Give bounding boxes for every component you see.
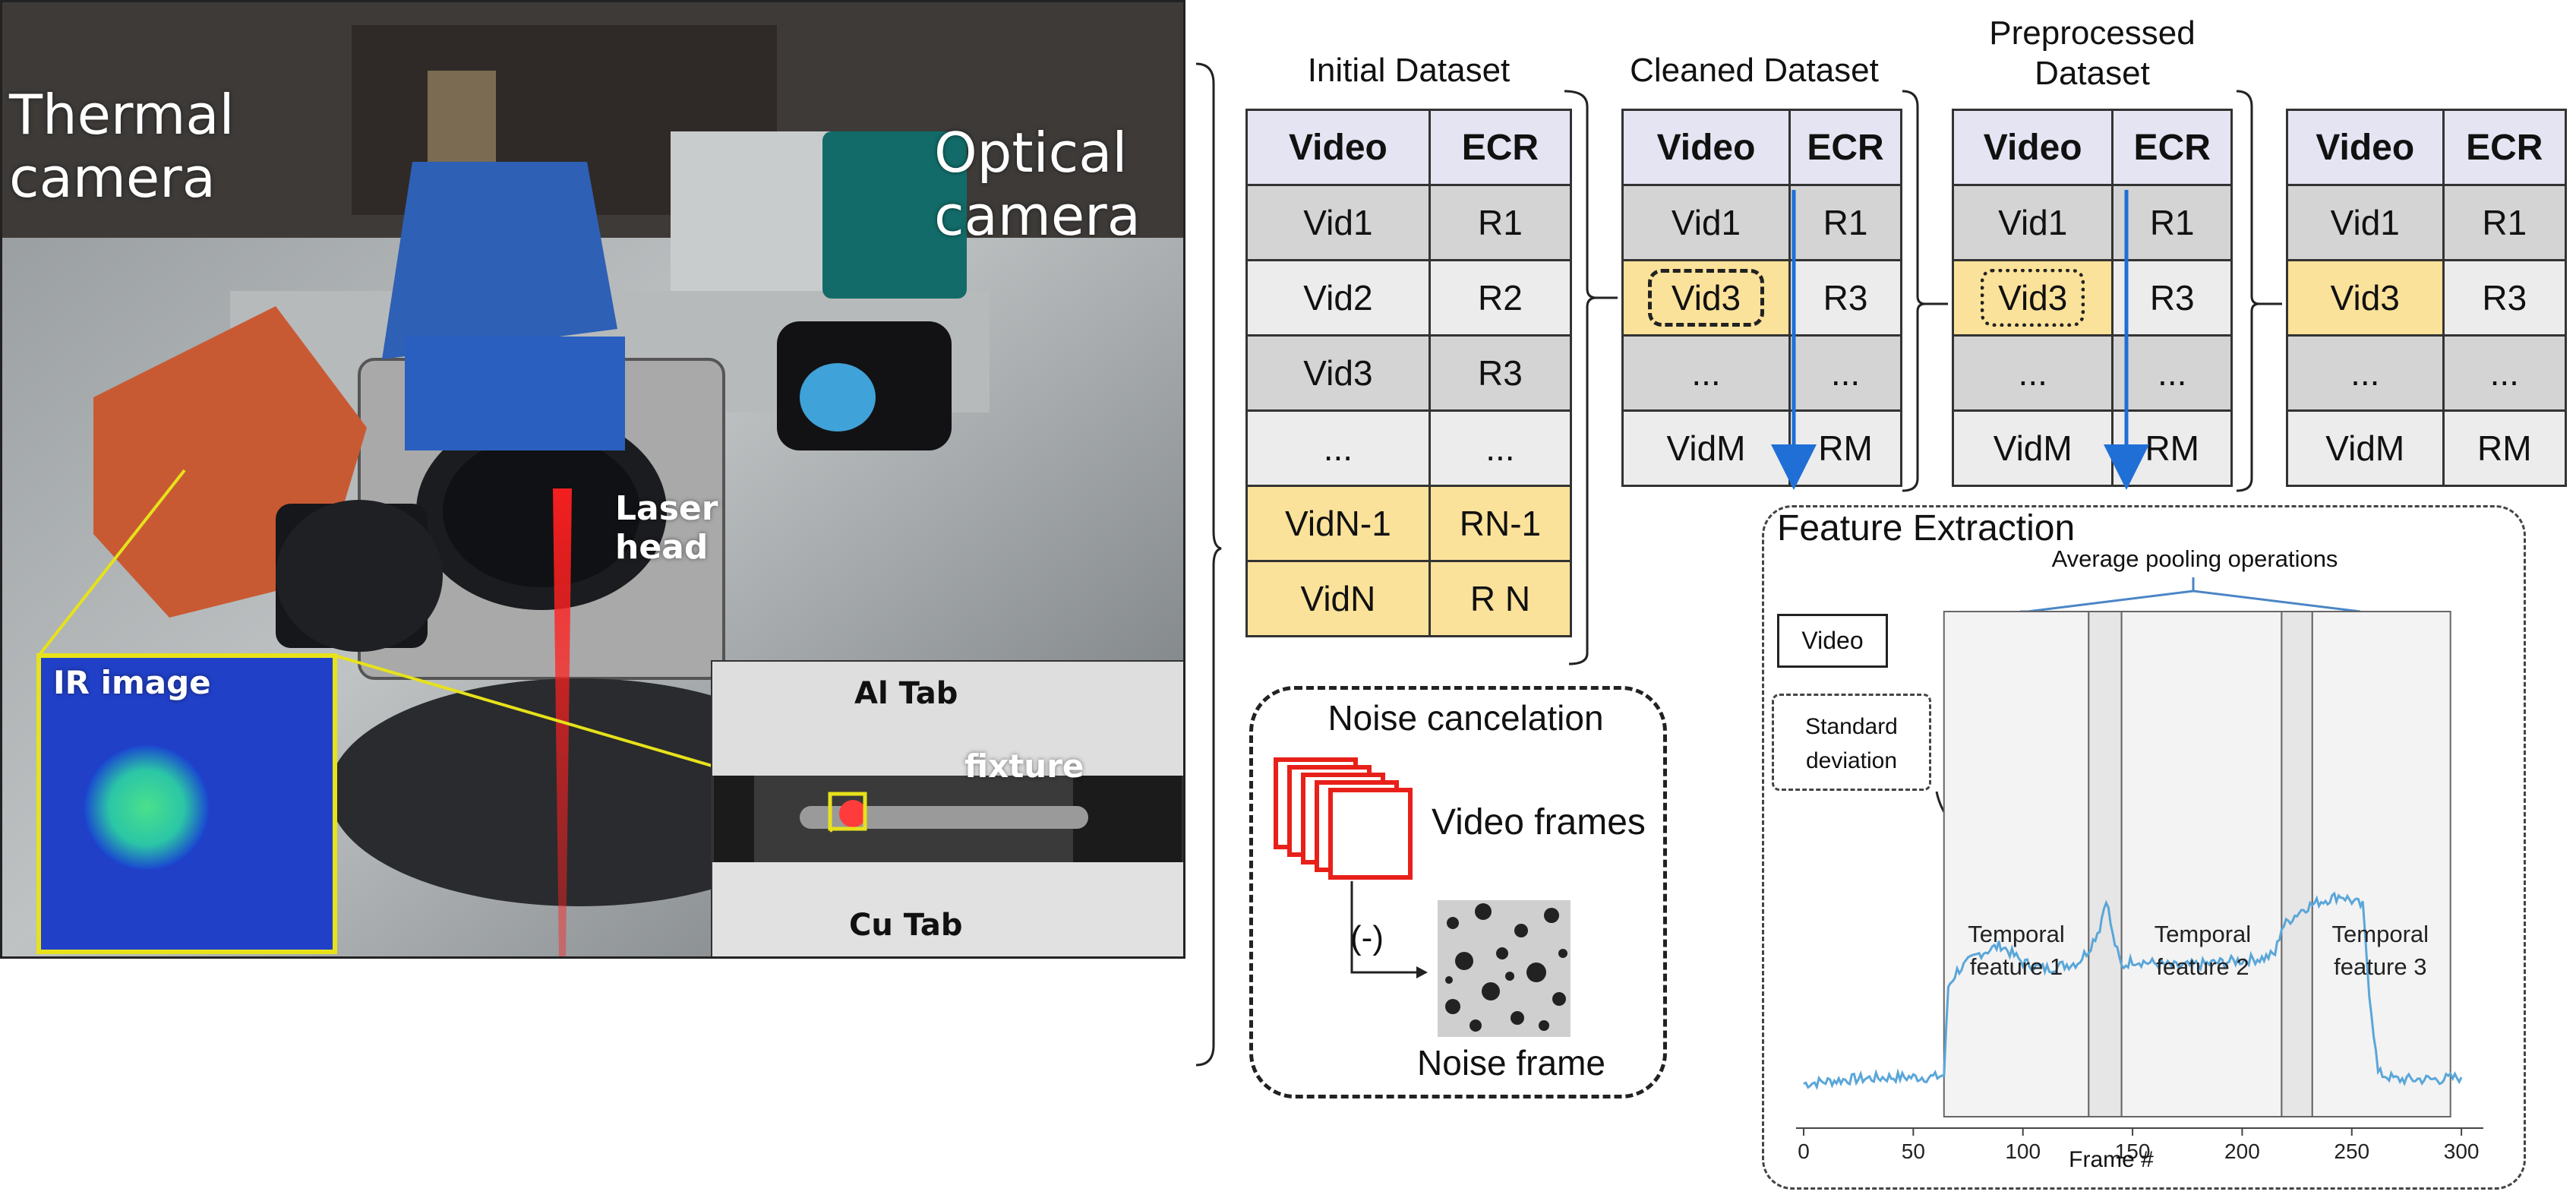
ir-image-label: IR image bbox=[53, 664, 211, 701]
table-cell: R1 bbox=[2442, 184, 2568, 261]
initial-bracket bbox=[1564, 90, 1597, 665]
table-cell: RN-1 bbox=[1428, 485, 1573, 562]
table-cell: R1 bbox=[2111, 184, 2233, 261]
x-tick-label: 100 bbox=[2005, 1140, 2041, 1163]
noise-cancelation-box bbox=[1249, 686, 1667, 1098]
pooling-label: Average pooling operations bbox=[2051, 545, 2338, 572]
setup-photo: Thermal camera Optical camera Laser head… bbox=[0, 0, 1185, 959]
table-cell: R1 bbox=[1788, 184, 1902, 261]
x-tick-label: 50 bbox=[1902, 1140, 1925, 1163]
photo-bracket bbox=[1195, 62, 1222, 1067]
table-cell: R1 bbox=[1428, 184, 1573, 261]
table-cell: ... bbox=[2442, 334, 2568, 412]
table-cell: R N bbox=[1428, 560, 1573, 637]
table-cell: VidM bbox=[1621, 409, 1792, 487]
minus-label: (-) bbox=[1350, 919, 1384, 956]
table-cell: ... bbox=[1428, 409, 1573, 487]
cleaned-dataset-title: Cleaned Dataset bbox=[1630, 52, 1879, 89]
cleaned-bracket bbox=[1902, 90, 1926, 492]
table-cell: R3 bbox=[1788, 259, 1902, 337]
x-tick-label: 300 bbox=[2444, 1140, 2480, 1163]
header-ecr: ECR bbox=[2442, 109, 2568, 186]
temporal-window bbox=[2088, 611, 2123, 1117]
table-cell: VidM bbox=[2286, 409, 2445, 487]
temporal-window bbox=[2281, 611, 2313, 1117]
header-video: Video bbox=[1245, 109, 1431, 186]
header-video: Video bbox=[2286, 109, 2445, 186]
table-cell: R2 bbox=[1428, 259, 1573, 337]
temporal-feature-label: feature 1 bbox=[1970, 953, 2063, 980]
setup-photo-illustration bbox=[2, 2, 1183, 956]
header-video: Video bbox=[1621, 109, 1792, 186]
x-tick-label: 0 bbox=[1798, 1140, 1810, 1163]
temporal-window bbox=[2311, 611, 2451, 1117]
table-cell: ... bbox=[1788, 334, 1902, 412]
temporal-window bbox=[2120, 611, 2283, 1117]
temporal-feature-label: Temporal bbox=[2155, 921, 2252, 947]
table-cell: R3 bbox=[2111, 259, 2233, 337]
video-frames-label: Video frames bbox=[1432, 802, 1646, 842]
x-tick-label: 250 bbox=[2334, 1140, 2369, 1163]
noise-cancelation-title: Noise cancelation bbox=[1327, 698, 1604, 738]
noise-frame-image bbox=[1438, 900, 1571, 1037]
header-ecr: ECR bbox=[2111, 109, 2233, 186]
x-axis-label: Frame # bbox=[2069, 1147, 2154, 1172]
table-cell: Vid3 bbox=[1951, 259, 2114, 337]
fixture-label: fixture bbox=[964, 748, 1084, 785]
table-cell: VidN bbox=[1245, 560, 1431, 637]
header-ecr: ECR bbox=[1788, 109, 1902, 186]
initial-dataset-title: Initial Dataset bbox=[1307, 52, 1511, 89]
table-cell: Vid1 bbox=[1621, 184, 1792, 261]
optical-camera-label: Optical camera bbox=[934, 121, 1141, 248]
feature-extraction-title: Feature Extraction bbox=[1777, 508, 2076, 548]
table-cell: R3 bbox=[2442, 259, 2568, 337]
table-cell: Vid2 bbox=[1245, 259, 1431, 337]
signal-line bbox=[1803, 891, 2463, 1091]
temporal-feature-label: feature 3 bbox=[2334, 953, 2426, 980]
table-cell: ... bbox=[1245, 409, 1431, 487]
laser-head-label: Laser head bbox=[615, 489, 718, 567]
al-tab-label: Al Tab bbox=[854, 676, 958, 711]
table-cell: ... bbox=[2286, 334, 2445, 412]
table-cell: Vid1 bbox=[1951, 184, 2114, 261]
table-cell: Vid3 bbox=[1621, 259, 1792, 337]
table-cell: Vid1 bbox=[1245, 184, 1431, 261]
cu-tab-label: Cu Tab bbox=[849, 908, 963, 943]
table-cell: Vid3 bbox=[1245, 334, 1431, 412]
table-cell: VidM bbox=[1951, 409, 2114, 487]
x-tick-label: 150 bbox=[2115, 1140, 2151, 1163]
feature-extraction-box bbox=[1762, 505, 2526, 1190]
table-cell: ... bbox=[1951, 334, 2114, 412]
video-box: Video bbox=[1777, 614, 1888, 668]
preprocessed-bracket bbox=[2236, 90, 2260, 492]
thermal-camera-label: Thermal camera bbox=[9, 83, 235, 210]
table-cell: VidN-1 bbox=[1245, 485, 1431, 562]
table-cell: Vid3 bbox=[2286, 259, 2445, 337]
table-cell: ... bbox=[1621, 334, 1792, 412]
header-ecr: ECR bbox=[1428, 109, 1573, 186]
noise-frame-label: Noise frame bbox=[1417, 1043, 1605, 1083]
x-tick-label: 200 bbox=[2224, 1140, 2260, 1163]
temporal-feature-label: Temporal bbox=[1968, 921, 2065, 947]
table-cell: R3 bbox=[1428, 334, 1573, 412]
table-cell: RM bbox=[2442, 409, 2568, 487]
temporal-feature-label: Temporal bbox=[2332, 921, 2429, 947]
temporal-feature-label: feature 2 bbox=[2156, 953, 2249, 980]
temporal-window bbox=[1943, 611, 2090, 1117]
video-frames-icon bbox=[1274, 757, 1428, 978]
header-video: Video bbox=[1951, 109, 2114, 186]
table-cell: ... bbox=[2111, 334, 2233, 412]
feature-chart: 0 50 100 150 200 250 300 Temporal feature 1 Temp… bbox=[1796, 577, 2483, 1163]
table-cell: Vid1 bbox=[2286, 184, 2445, 261]
